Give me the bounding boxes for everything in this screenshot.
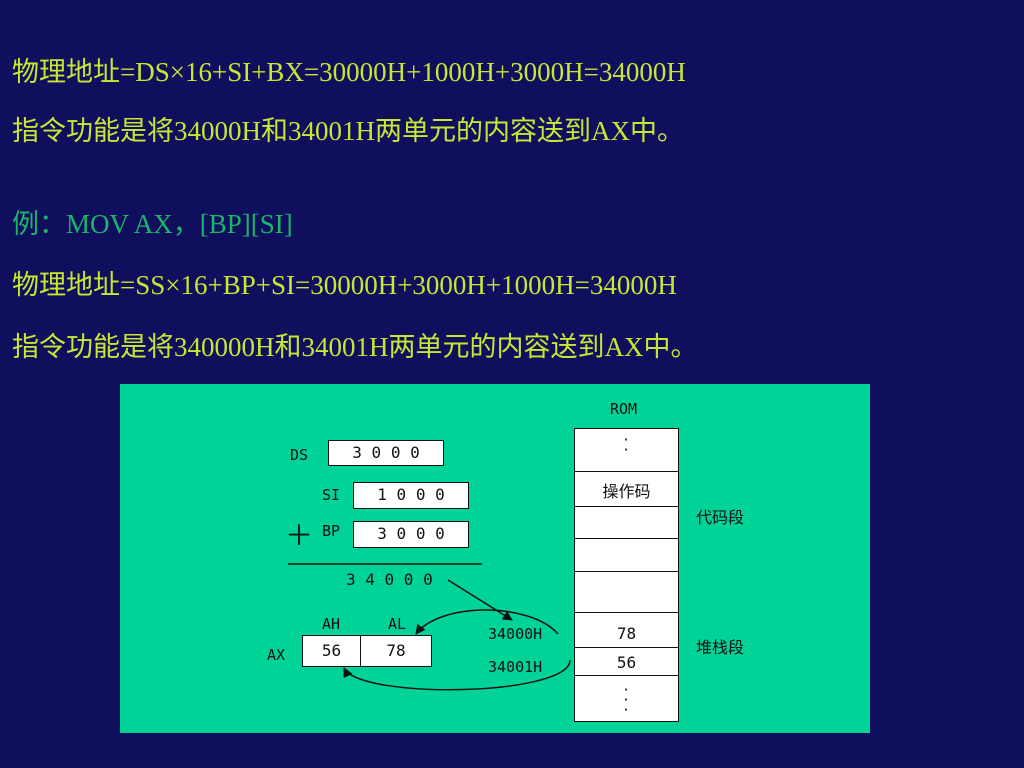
si-register: 1 0 0 0 xyxy=(353,482,469,509)
sum-to-address-arrow xyxy=(447,579,513,621)
address-34000h: 34000H xyxy=(488,625,543,643)
code-segment-label: 代码段 xyxy=(696,508,745,527)
address-formula-1: 物理地址=DS×16+SI+BX=30000H+1000H+3000H=3400… xyxy=(12,57,686,87)
bp-label: BP xyxy=(322,522,341,540)
stack-segment-label: 堆栈段 xyxy=(696,638,745,657)
ah-register: 56 xyxy=(302,635,360,667)
ds-label: DS xyxy=(290,446,309,464)
memory-cell-34000h: 78 xyxy=(616,624,637,643)
ah-label: AH xyxy=(322,615,341,633)
ax-label: AX xyxy=(267,646,286,664)
rom-label: ROM xyxy=(610,400,638,418)
memory-dots-bottom: · · · xyxy=(623,680,629,719)
addressing-diagram: ROM DS 3 0 0 0 SI 1 0 0 0 ＋ BP 3 0 0 0 3… xyxy=(120,384,870,733)
memory-column: · · 操作码 78 56 · · · xyxy=(574,428,679,722)
address2-to-ah-arrow xyxy=(343,659,571,691)
address1-to-al-arrow xyxy=(415,609,559,635)
memory-dots-top: · · xyxy=(623,430,629,459)
bp-register: 3 0 0 0 xyxy=(353,521,469,548)
ds-register: 3 0 0 0 xyxy=(328,440,444,466)
opcode-cell: 操作码 xyxy=(602,482,651,501)
si-label: SI xyxy=(322,486,341,504)
plus-sign: ＋ xyxy=(285,519,314,552)
memory-cell-34001h: 56 xyxy=(616,653,637,672)
example-instruction: 例：MOV AX，[BP][SI] xyxy=(12,209,293,239)
address-34001h: 34001H xyxy=(488,658,543,676)
diagram-lines xyxy=(288,563,571,691)
instruction-description-1: 指令功能是将34000H和34001H两单元的内容送到AX中。 xyxy=(12,116,684,146)
al-label: AL xyxy=(388,615,407,633)
address-formula-2: 物理地址=SS×16+BP+SI=30000H+3000H+1000H=3400… xyxy=(12,270,677,300)
al-register: 78 xyxy=(360,635,432,667)
instruction-description-2: 指令功能是将340000H和34001H两单元的内容送到AX中。 xyxy=(12,332,698,362)
sum-result: 3 4 0 0 0 xyxy=(346,570,433,589)
